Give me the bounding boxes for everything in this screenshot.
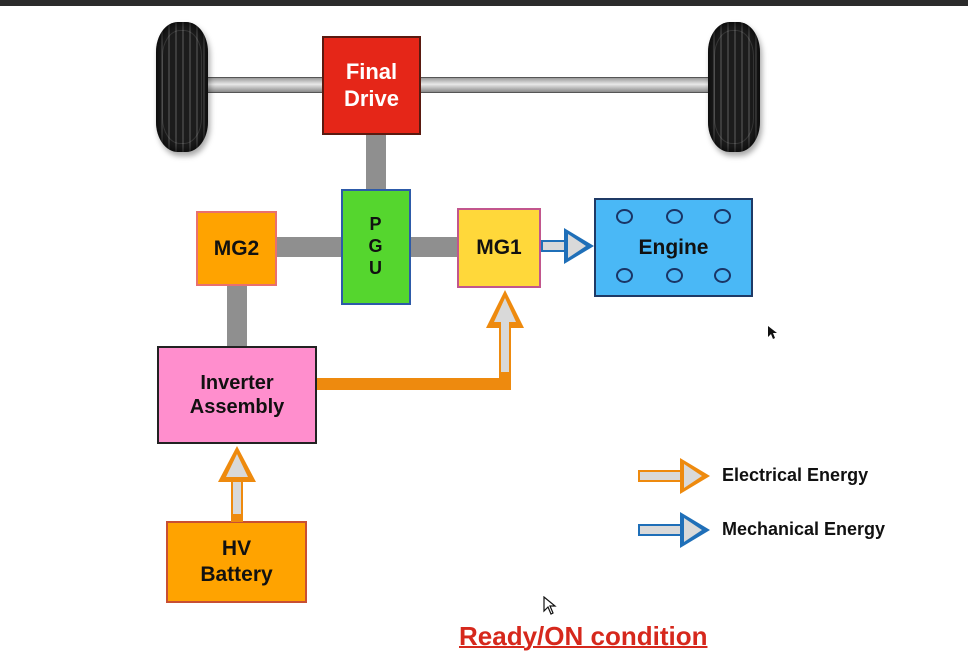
shaft-mg2-pgu bbox=[277, 237, 343, 257]
legend-electrical-label: Electrical Energy bbox=[722, 465, 869, 485]
engine-label: Engine bbox=[638, 235, 709, 259]
cylinder-icon bbox=[616, 209, 633, 224]
electrical-path-inverter-mg1 bbox=[317, 328, 511, 390]
final-drive-block: Final Drive bbox=[322, 36, 421, 135]
engine-block: Engine bbox=[594, 198, 753, 297]
legend-mechanical-label: Mechanical Energy bbox=[722, 519, 886, 539]
hv-battery-block: HV Battery bbox=[166, 521, 307, 603]
cylinder-icon bbox=[666, 268, 683, 283]
inverter-assembly-block: Inverter Assembly bbox=[157, 346, 317, 444]
cylinder-icon bbox=[666, 209, 683, 224]
cylinder-icon bbox=[714, 209, 731, 224]
left-wheel bbox=[156, 22, 208, 152]
mg1-block: MG1 bbox=[457, 208, 541, 288]
shaft-pgu-mg1 bbox=[409, 237, 459, 257]
pgu-block: P G U bbox=[341, 189, 411, 305]
right-wheel bbox=[708, 22, 760, 152]
mg1-label: MG1 bbox=[476, 236, 522, 260]
cylinder-icon bbox=[616, 268, 633, 283]
mg2-block: MG2 bbox=[196, 211, 277, 286]
hv-battery-label: HV Battery bbox=[200, 537, 273, 586]
mouse-cursor-icon bbox=[543, 596, 557, 615]
inverter-label: Inverter Assembly bbox=[189, 371, 285, 418]
mg2-label: MG2 bbox=[213, 236, 260, 260]
mouse-pointer-icon bbox=[768, 326, 777, 339]
condition-title: Ready/ON condition bbox=[459, 621, 708, 651]
window-top-bar bbox=[0, 0, 968, 6]
shaft-finaldrive-pgu bbox=[366, 135, 386, 191]
pgu-label: P G U bbox=[368, 214, 384, 278]
cylinder-icon bbox=[714, 268, 731, 283]
final-drive-label: Final Drive bbox=[343, 58, 400, 111]
shaft-mg2-inverter bbox=[227, 286, 247, 348]
